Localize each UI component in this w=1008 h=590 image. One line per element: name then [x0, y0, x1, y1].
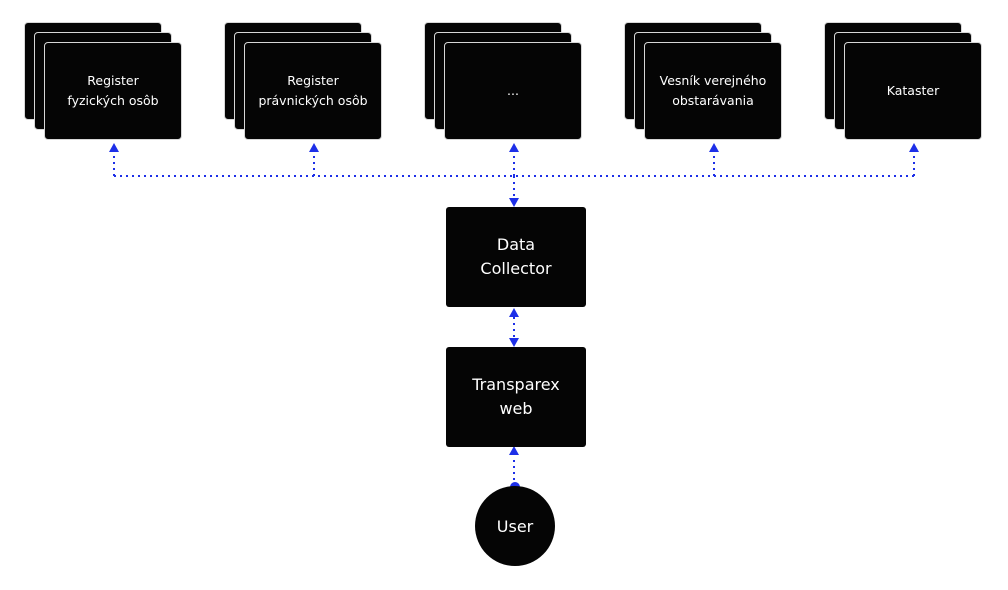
transparex-web-node: Transparex web	[446, 347, 586, 447]
source-card-more-sources: ...	[444, 42, 582, 140]
arrowhead-up-icon	[309, 143, 319, 152]
data-collector-label: Data Collector	[480, 235, 552, 278]
source-card-register-pravnickych-osob: Register právnických osôb	[244, 42, 382, 140]
source-label: Register právnických osôb	[258, 73, 368, 108]
arrowhead-up-icon	[509, 143, 519, 152]
user-node: User	[475, 486, 555, 566]
source-label: Vesník verejného obstarávania	[659, 73, 767, 108]
arrowhead-down-icon	[509, 338, 519, 347]
source-label: Kataster	[886, 83, 940, 98]
arrowhead-up-icon	[709, 143, 719, 152]
arrowhead-up-icon	[109, 143, 119, 152]
user-label: User	[496, 516, 534, 536]
source-card-register-fyzickych-osob: Register fyzických osôb	[44, 42, 182, 140]
arrowhead-up-icon	[509, 446, 519, 455]
data-collector-node: Data Collector	[446, 207, 586, 307]
arrowhead-down-icon	[509, 198, 519, 207]
source-label: ...	[507, 83, 519, 98]
source-card-kataster: Kataster	[844, 42, 982, 140]
arrowhead-up-icon	[509, 308, 519, 317]
transparex-web-label: Transparex web	[472, 375, 560, 418]
source-card-vesnik-verejneho-obstaravania: Vesník verejného obstarávania	[644, 42, 782, 140]
source-label: Register fyzických osôb	[67, 73, 159, 108]
arrowhead-up-icon	[909, 143, 919, 152]
